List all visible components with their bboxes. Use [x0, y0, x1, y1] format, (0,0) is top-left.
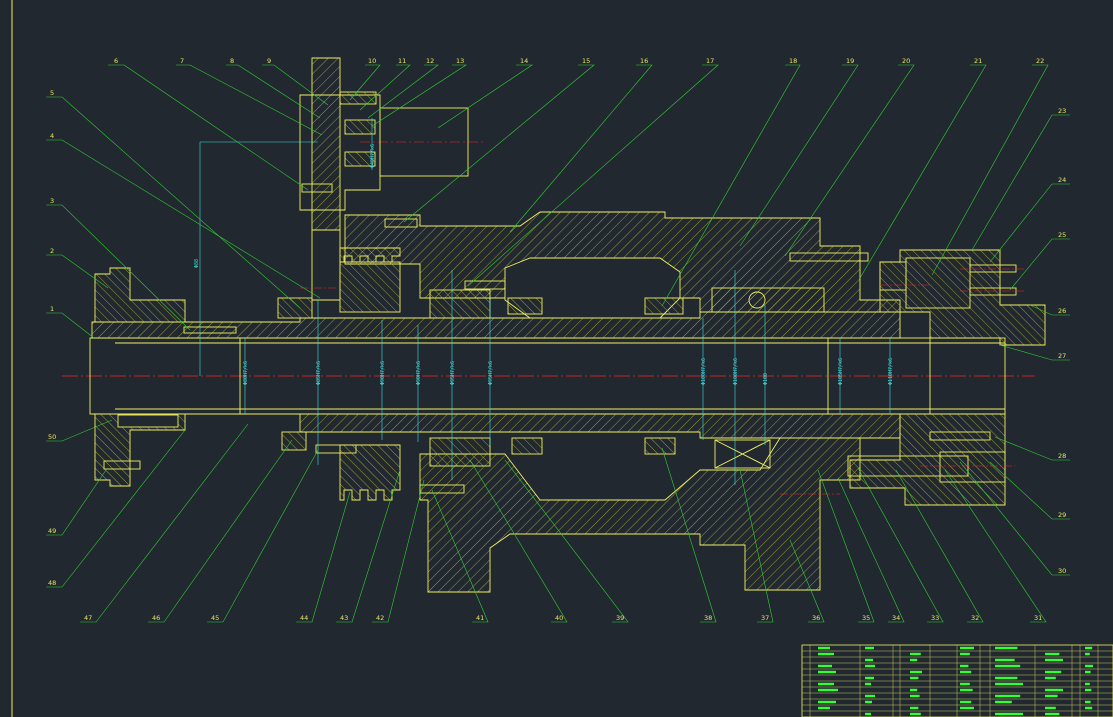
- label-35: 35: [862, 614, 870, 622]
- svg-text:Φ90H7/k6: Φ90H7/k6: [416, 361, 422, 385]
- label-32: 32: [971, 614, 979, 622]
- label-29: 29: [1058, 511, 1066, 519]
- svg-text:Φ95H7/k6: Φ95H7/k6: [450, 361, 456, 385]
- svg-text:Φ90H7/k6: Φ90H7/k6: [380, 361, 386, 385]
- label-50: 50: [48, 433, 56, 441]
- svg-text:Φ80H7/k6: Φ80H7/k6: [243, 361, 249, 385]
- label-37: 37: [761, 614, 769, 622]
- label-17: 17: [706, 57, 714, 65]
- label-46: 46: [152, 614, 160, 622]
- label-21: 21: [974, 57, 982, 65]
- label-1: 1: [50, 305, 54, 313]
- svg-text:Φ100H7/k6: Φ100H7/k6: [733, 358, 739, 385]
- svg-text:Φ40H7/k6: Φ40H7/k6: [370, 144, 376, 168]
- leader-lines: [46, 64, 1070, 623]
- label-18: 18: [789, 57, 797, 65]
- dimension-texts: Φ88 Φ80H7/k6 Φ85H7/k6 Φ90H7/k6 Φ90H7/k6 …: [194, 144, 894, 385]
- label-36: 36: [812, 614, 820, 622]
- label-28: 28: [1058, 452, 1066, 460]
- label-45: 45: [211, 614, 219, 622]
- label-44: 44: [300, 614, 308, 622]
- svg-text:Φ105H7/k6: Φ105H7/k6: [838, 358, 844, 385]
- label-11: 11: [398, 57, 406, 65]
- label-16: 16: [640, 57, 648, 65]
- label-31: 31: [1034, 614, 1042, 622]
- label-24: 24: [1058, 176, 1066, 184]
- label-34: 34: [892, 614, 900, 622]
- label-13: 13: [456, 57, 464, 65]
- label-15: 15: [582, 57, 590, 65]
- part-labels: 6 7 8 9 10 11 12 13 14 15 16 17 18 19 20…: [48, 57, 1066, 622]
- label-8: 8: [230, 57, 234, 65]
- svg-text:Φ100: Φ100: [763, 373, 769, 385]
- label-42: 42: [376, 614, 384, 622]
- label-22: 22: [1036, 57, 1044, 65]
- svg-text:Φ95H7/k6: Φ95H7/k6: [488, 361, 494, 385]
- label-38: 38: [704, 614, 712, 622]
- label-30: 30: [1058, 567, 1066, 575]
- label-49: 49: [48, 527, 56, 535]
- svg-text:Φ85H7/k6: Φ85H7/k6: [316, 361, 322, 385]
- label-43: 43: [340, 614, 348, 622]
- label-47: 47: [84, 614, 92, 622]
- label-26: 26: [1058, 307, 1066, 315]
- label-48: 48: [48, 579, 56, 587]
- dimension-lines: [199, 118, 891, 485]
- label-41: 41: [476, 614, 484, 622]
- label-7: 7: [180, 57, 184, 65]
- label-14: 14: [520, 57, 528, 65]
- label-40: 40: [555, 614, 563, 622]
- hidden-centerlines: [300, 268, 1024, 495]
- label-39: 39: [616, 614, 624, 622]
- label-27: 27: [1058, 352, 1066, 360]
- svg-text:Φ88: Φ88: [194, 259, 200, 268]
- label-4: 4: [50, 132, 54, 140]
- label-5: 5: [50, 89, 54, 97]
- label-33: 33: [931, 614, 939, 622]
- label-12: 12: [426, 57, 434, 65]
- svg-text:Φ110H7/k6: Φ110H7/k6: [888, 358, 894, 385]
- title-block: [801, 644, 1113, 717]
- label-25: 25: [1058, 231, 1066, 239]
- svg-text:Φ100H7/k6: Φ100H7/k6: [701, 358, 707, 385]
- label-19: 19: [846, 57, 854, 65]
- label-23: 23: [1058, 107, 1066, 115]
- label-9: 9: [267, 57, 271, 65]
- spindle-geometry: [89, 57, 1046, 593]
- spindle-centerline: [62, 141, 1035, 377]
- label-20: 20: [902, 57, 910, 65]
- label-3: 3: [50, 197, 54, 205]
- label-2: 2: [50, 247, 54, 255]
- label-6: 6: [114, 57, 118, 65]
- label-10: 10: [368, 57, 376, 65]
